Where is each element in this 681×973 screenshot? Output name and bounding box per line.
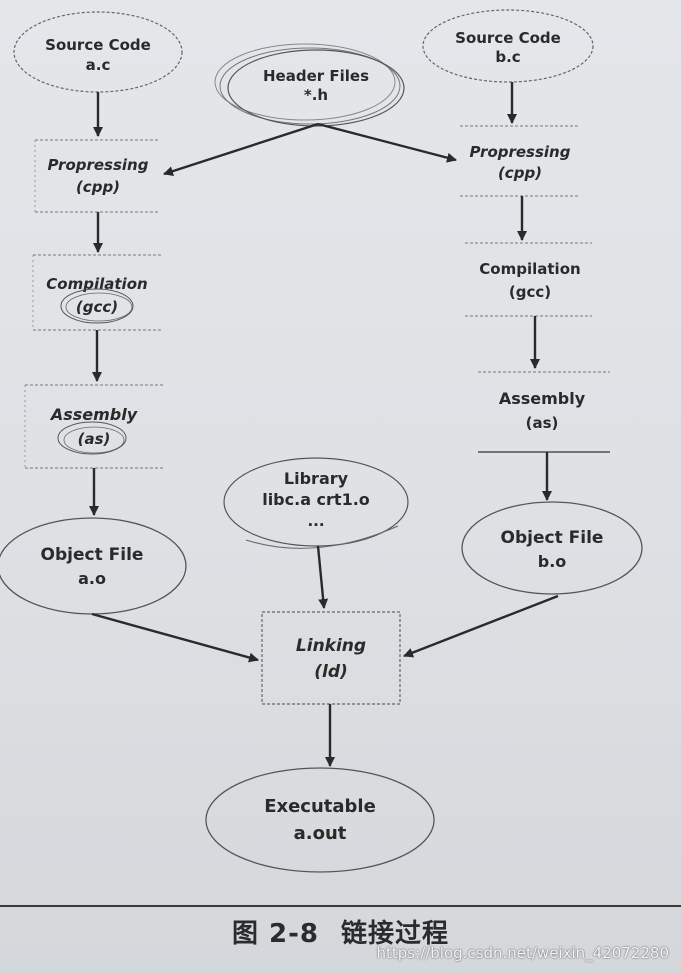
handwritten-circle-as xyxy=(57,421,127,455)
asm-a-box: Assembly (as) xyxy=(24,384,165,469)
figure-caption: 图 2-8 链接过程 xyxy=(0,913,681,950)
arrows xyxy=(89,82,559,767)
library-more: ... xyxy=(307,512,324,530)
comp-a-box: Compilation (gcc) xyxy=(32,254,162,331)
executable-node: Executable a.out xyxy=(205,767,435,873)
figure-number: 图 2-8 xyxy=(231,919,319,949)
obj-a-file: a.o xyxy=(78,569,106,588)
build-process-diagram: Source Code a.c Propressing (cpp) Compil… xyxy=(0,9,643,873)
asm-b-box: Assembly (as) xyxy=(478,371,610,453)
executable-label: Executable xyxy=(264,796,376,817)
prep-a-box: Propressing (cpp) xyxy=(34,139,160,213)
obj-b-label: Object File xyxy=(501,528,604,548)
prep-a-label: Propressing xyxy=(48,156,149,174)
linking-box: Linking (ld) xyxy=(261,611,401,705)
arrow-header-to-prep-a xyxy=(163,122,319,176)
source-b-node: Source Code b.c xyxy=(422,9,594,83)
asm-b-label: Assembly xyxy=(499,389,586,408)
arrow-library-to-linking xyxy=(316,545,329,609)
source-a-label: Source Code xyxy=(45,36,151,54)
comp-a-label: Compilation xyxy=(46,275,147,293)
obj-a-label: Object File xyxy=(41,545,144,565)
arrow-obj-a-to-linking xyxy=(91,612,259,663)
caption-rule xyxy=(0,905,681,907)
linking-label: Linking xyxy=(296,636,366,656)
obj-a-node: Object File a.o xyxy=(0,517,187,615)
linking-tool: (ld) xyxy=(314,662,348,682)
comp-b-label: Compilation xyxy=(479,260,580,278)
comp-a-tool: (gcc) xyxy=(76,298,118,316)
arrow-obj-b-to-linking xyxy=(403,594,559,658)
source-b-label: Source Code xyxy=(455,29,561,47)
source-a-node: Source Code a.c xyxy=(13,11,183,93)
header-files-label: Header Files xyxy=(263,67,369,85)
obj-b-node: Object File b.o xyxy=(461,501,643,595)
library-node: Library libc.a crt1.o ... xyxy=(223,457,409,549)
comp-b-tool: (gcc) xyxy=(509,283,551,301)
handwritten-circle-gcc xyxy=(60,288,134,324)
asm-b-tool: (as) xyxy=(526,414,559,432)
asm-a-label: Assembly xyxy=(49,405,138,424)
prep-b-tool: (cpp) xyxy=(498,164,542,182)
header-files-pattern: *.h xyxy=(304,86,328,104)
asm-a-tool: (as) xyxy=(78,430,111,448)
source-a-file: a.c xyxy=(86,56,111,74)
source-b-file: b.c xyxy=(495,48,520,66)
figure-title: 链接过程 xyxy=(341,919,450,949)
arrow-header-to-prep-b xyxy=(317,122,457,163)
prep-b-label: Propressing xyxy=(470,143,571,161)
watermark-url: https://blog.csdn.net/weixin_42072280 xyxy=(376,944,669,962)
executable-file: a.out xyxy=(294,823,347,844)
header-files-node: Header Files *.h xyxy=(214,43,405,127)
comp-b-box: Compilation (gcc) xyxy=(465,242,592,317)
library-label: Library xyxy=(284,469,349,488)
library-files: libc.a crt1.o xyxy=(262,490,370,509)
prep-b-box: Propressing (cpp) xyxy=(460,125,580,197)
prep-a-tool: (cpp) xyxy=(76,178,120,196)
obj-b-file: b.o xyxy=(538,552,567,571)
